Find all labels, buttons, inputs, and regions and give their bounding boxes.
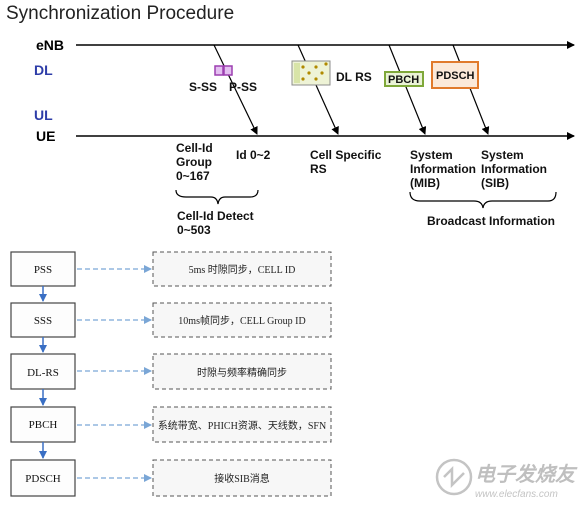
lane-label-ul: UL (34, 107, 53, 123)
mib-line3: (MIB) (410, 176, 440, 190)
watermark-brand: 电子发烧友 (475, 463, 578, 486)
dlrs-block (291, 60, 331, 86)
flow-step-sss: SSS (10, 302, 76, 338)
cellid-group-line1: Cell-Id (176, 141, 213, 155)
step-desc-pdsch: 接收SIB消息 (152, 459, 332, 497)
mib-line2: Information (410, 162, 476, 176)
pbch-label: PBCH (388, 74, 419, 86)
sib-line2: Information (481, 162, 547, 176)
cell-specific-line1: Cell Specific (310, 148, 382, 162)
step-name: SSS (34, 315, 52, 327)
sib-line1: System (481, 148, 524, 162)
step-desc-dlrs: 时隙与频率精确同步 (152, 353, 332, 390)
step-desc-pbch: 系统带宽、PHICH资源、天线数，SFN (152, 406, 332, 443)
step-desc-text: 时隙与频率精确同步 (197, 366, 287, 379)
lane-label-ue: UE (36, 128, 55, 144)
step-desc-text: 接收SIB消息 (214, 472, 270, 485)
pbch-block (384, 71, 424, 87)
step-name: PBCH (29, 419, 58, 431)
flow-step-pdsch: PDSCH (10, 459, 76, 497)
sib-line3: (SIB) (481, 176, 509, 190)
lane-label-dl: DL (34, 62, 53, 78)
step-desc-text: 10ms帧同步，CELL Group ID (178, 314, 305, 327)
step-desc-text: 系统带宽、PHICH资源、天线数，SFN (158, 419, 326, 432)
mib-line1: System (410, 148, 453, 162)
id-annotation: Id 0~2 (236, 148, 271, 162)
transmission-arrow-pbch (388, 44, 427, 135)
broadcast-label: Broadcast Information (427, 214, 555, 228)
transmission-arrow-pdsch (452, 44, 490, 135)
cellid-group-line3: 0~167 (176, 169, 210, 183)
cell-specific-line2: RS (310, 162, 327, 176)
step-name: PSS (34, 264, 52, 276)
pdsch-label: PDSCH (436, 70, 475, 82)
sss-label: S-SS (189, 80, 217, 94)
broadcast-brace (409, 191, 557, 209)
step-name: DL-RS (27, 367, 59, 379)
cellid-group-line2: Group (176, 155, 212, 169)
cellid-brace (175, 189, 259, 205)
cellid-detect-line1: Cell-Id Detect (177, 209, 254, 223)
flow-step-pss: PSS (10, 251, 76, 287)
step-desc-text: 5ms 时隙同步，CELL ID (189, 263, 296, 276)
sss-block (214, 65, 224, 76)
pss-label: P-SS (229, 80, 257, 94)
flow-step-pbch: PBCH (10, 406, 76, 443)
step-name: PDSCH (25, 473, 61, 485)
step-desc-sss: 10ms帧同步，CELL Group ID (152, 302, 332, 338)
pss-block (223, 65, 233, 76)
lane-label-enb: eNB (36, 37, 64, 53)
page-title: Synchronization Procedure (6, 3, 234, 24)
watermark-url: www.elecfans.com (475, 489, 558, 500)
step-desc-pss: 5ms 时隙同步，CELL ID (152, 251, 332, 287)
transmission-arrow-sync (213, 44, 258, 135)
flow-step-dlrs: DL-RS (10, 353, 76, 390)
cellid-detect-line2: 0~503 (177, 223, 211, 237)
watermark-logo (435, 458, 473, 496)
transmission-arrow-dlrs (297, 44, 339, 135)
pdsch-block (431, 61, 479, 89)
dlrs-label: DL RS (336, 70, 372, 84)
